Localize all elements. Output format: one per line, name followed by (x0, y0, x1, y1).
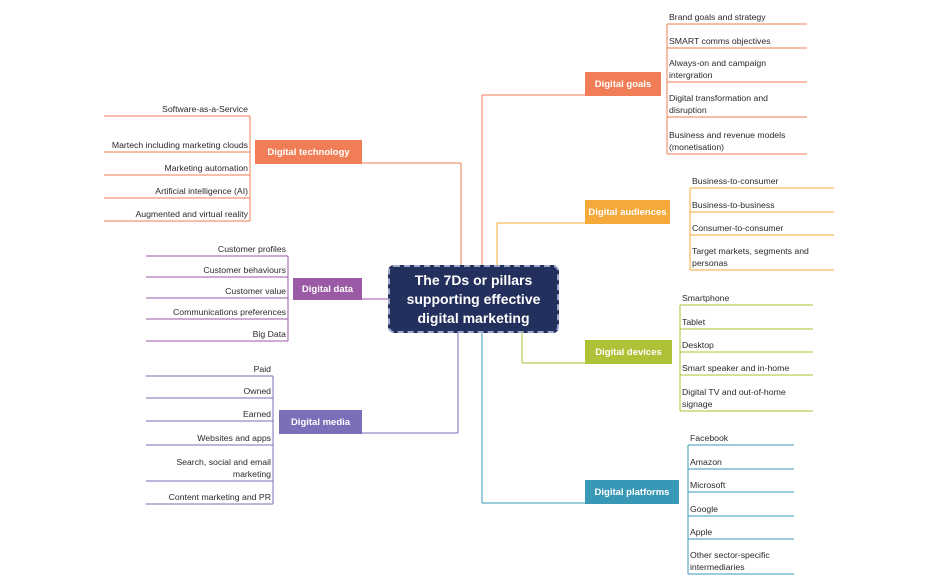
branch-goals[interactable]: Digital goals (585, 72, 661, 96)
audiences-item: Business-to-business (692, 199, 775, 210)
media-item: Owned (243, 385, 271, 396)
platforms-item: Apple (690, 526, 713, 537)
branch-media[interactable]: Digital media (279, 410, 362, 434)
goals-item: Brand goals and strategy (669, 11, 766, 22)
data-item: Customer profiles (217, 243, 286, 254)
data-item: Customer value (225, 285, 286, 296)
media-item: Paid (253, 363, 271, 374)
goals-item: Business and revenue models (monetisatio… (669, 130, 786, 152)
goals-item: Digital transformation and disruption (669, 93, 768, 115)
platforms-item: Google (690, 503, 719, 514)
platforms-item: Amazon (690, 456, 722, 467)
data-item: Communications preferences (173, 306, 286, 317)
media-item: Content marketing and PR (168, 491, 271, 502)
technology-item: Software-as-a-Service (162, 103, 248, 114)
devices-item: Smartphone (682, 292, 730, 303)
branch-technology[interactable]: Digital technology (255, 140, 362, 164)
media-item: Search, social and email marketing (176, 457, 271, 479)
branch-devices[interactable]: Digital devices (585, 340, 672, 364)
media-item: Earned (242, 408, 271, 419)
branch-data[interactable]: Digital data (293, 278, 362, 300)
devices-item: Tablet (682, 316, 706, 327)
media-item: Websites and apps (197, 432, 271, 443)
technology-item: Marketing automation (164, 162, 248, 173)
platforms-item: Microsoft (690, 479, 726, 490)
audiences-item: Consumer-to-consumer (692, 222, 784, 233)
audiences-item: Business-to-consumer (692, 175, 779, 186)
goals-item: SMART comms objectives (669, 35, 771, 46)
technology-item: Artificial intelligence (AI) (155, 185, 248, 196)
goals-item: Always-on and campaign intergration (669, 58, 767, 80)
branch-audiences[interactable]: Digital audiences (585, 200, 670, 224)
platforms-item: Facebook (690, 432, 729, 443)
data-item: Customer behaviours (203, 264, 286, 275)
devices-item: Smart speaker and in-home (682, 362, 790, 373)
devices-item: Desktop (682, 339, 714, 350)
central-topic: The 7Ds or pillars supporting effective … (388, 265, 559, 333)
data-item: Big Data (252, 328, 286, 339)
audiences-item: Target markets, segments and personas (692, 246, 809, 268)
devices-item: Digital TV and out-of-home signage (682, 387, 786, 409)
platforms-item: Other sector-specific intermediaries (690, 550, 770, 572)
technology-item: Martech including marketing clouds (111, 139, 248, 150)
branch-platforms[interactable]: Digital platforms (585, 480, 679, 504)
technology-item: Augmented and virtual reality (135, 208, 248, 219)
